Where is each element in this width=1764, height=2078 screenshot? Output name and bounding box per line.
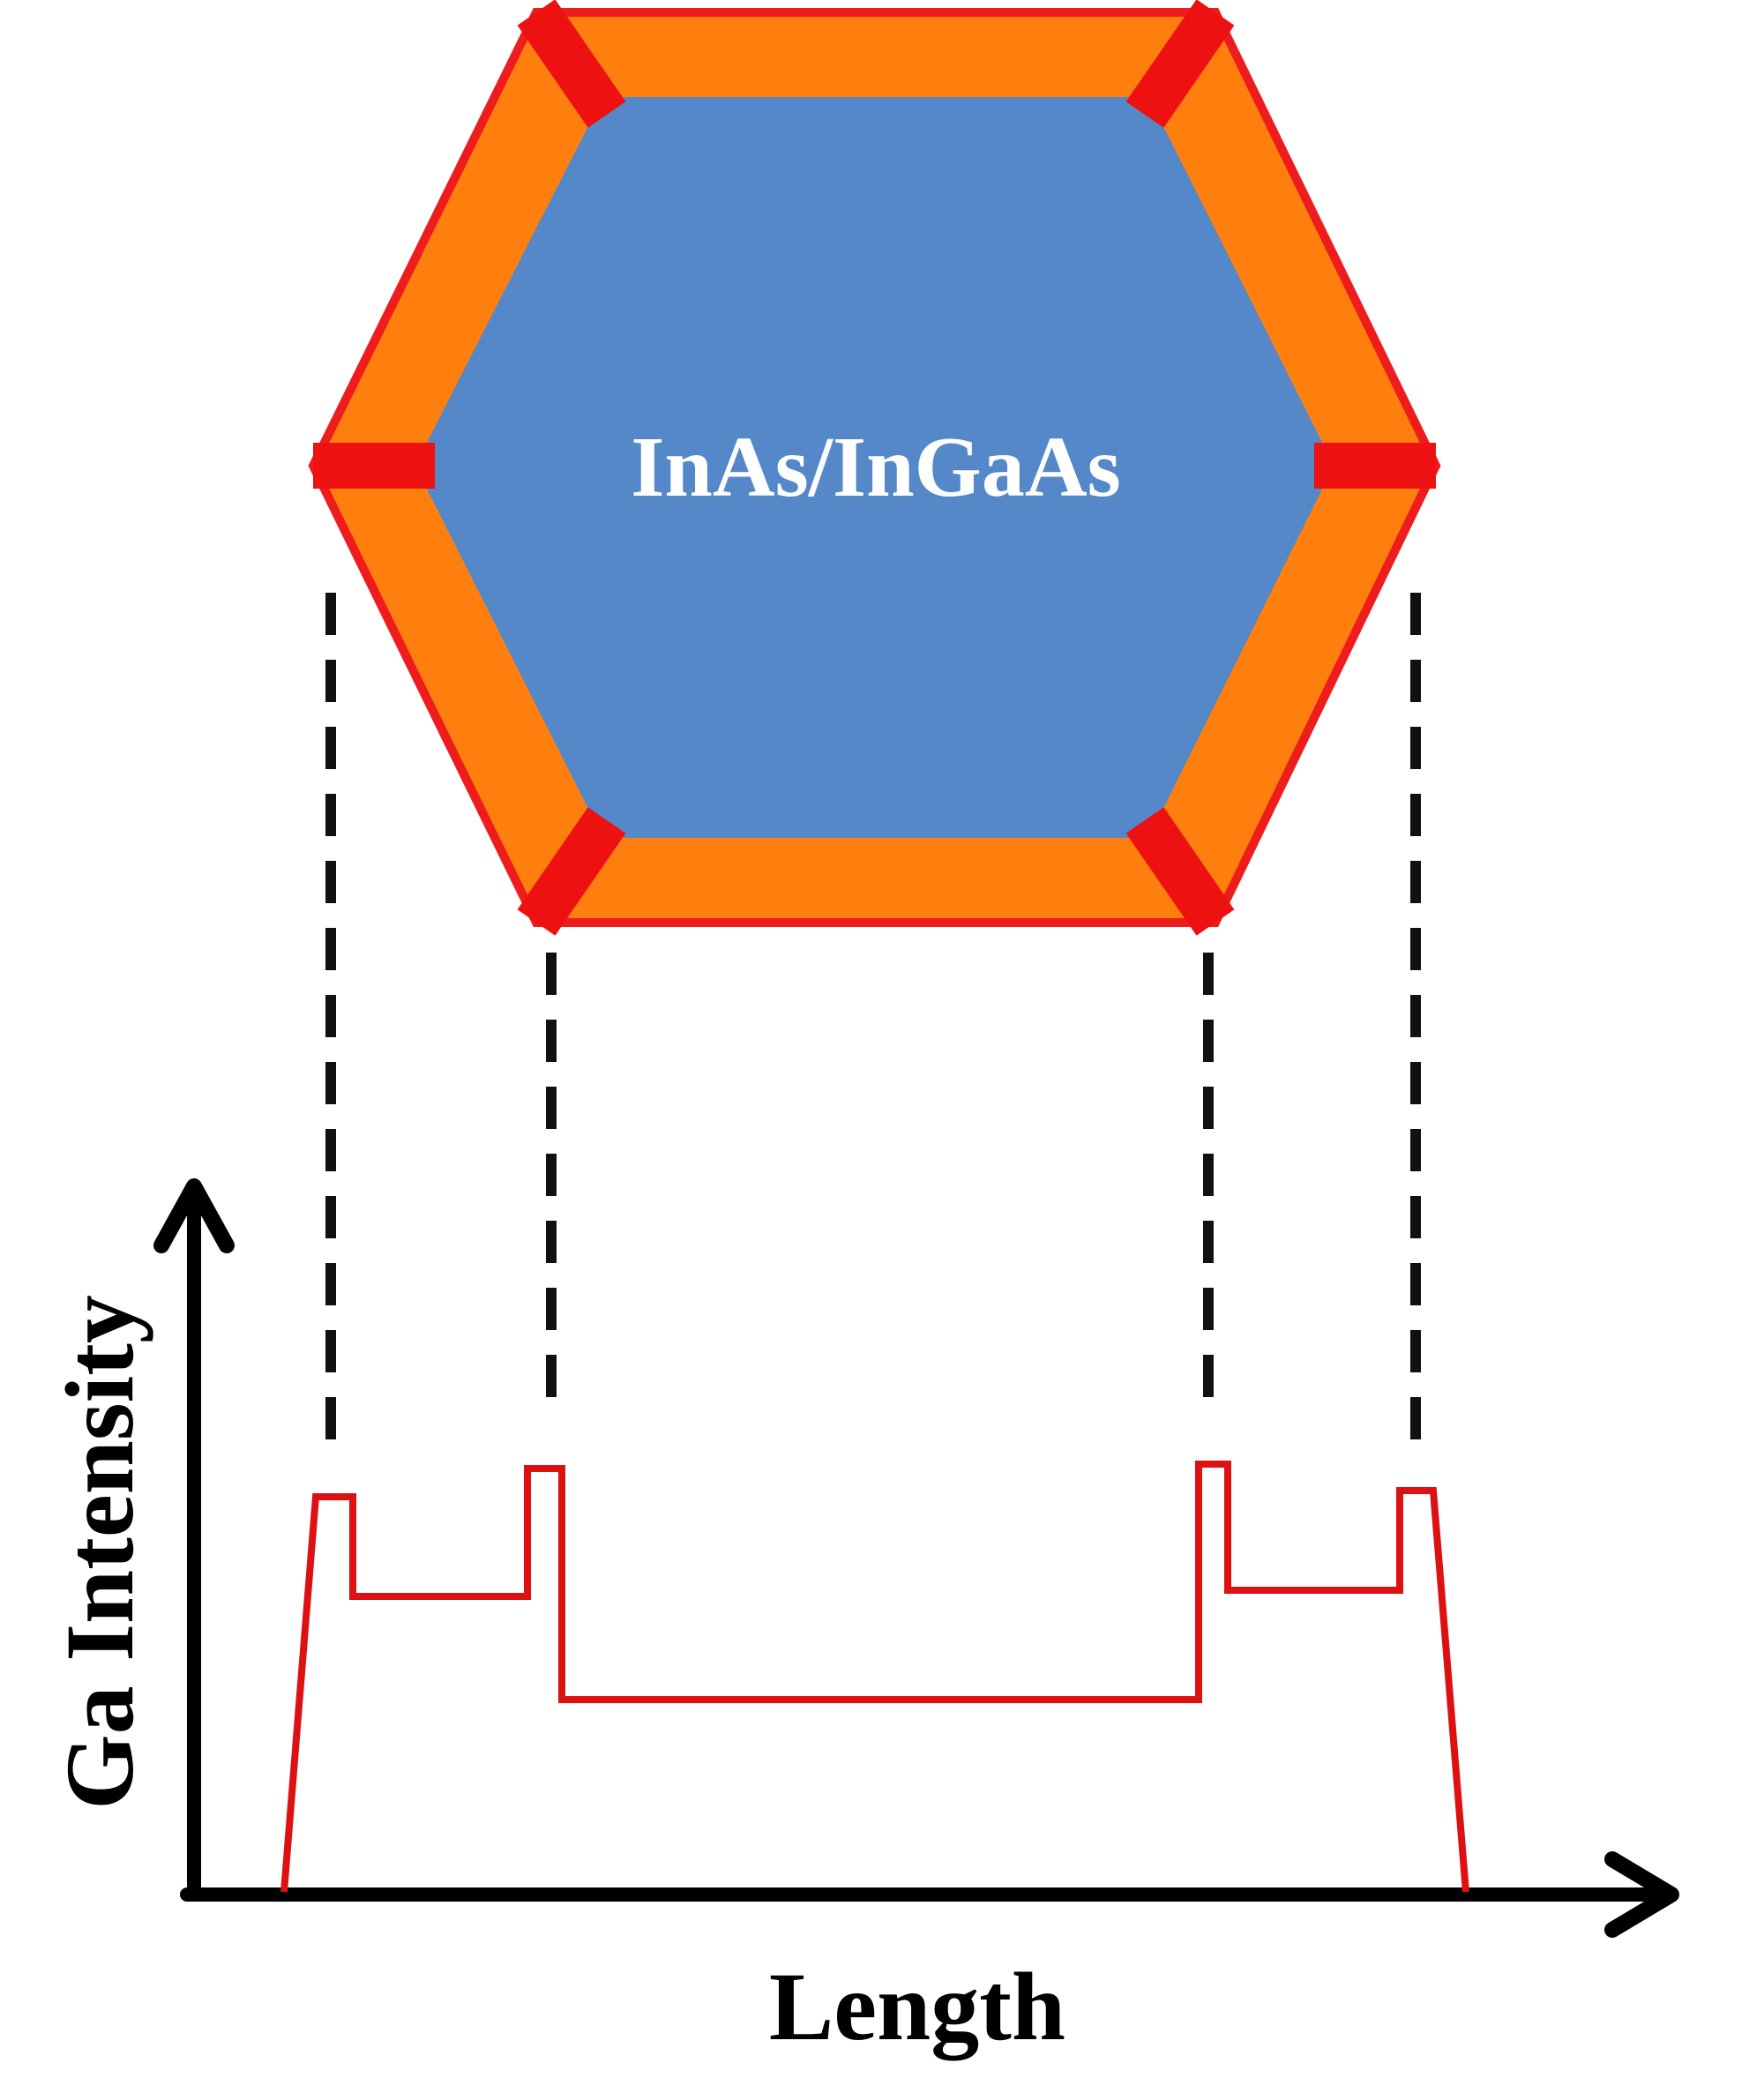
core-label: InAs/InGaAs — [631, 420, 1121, 515]
corner-band-top-right — [1125, 0, 1235, 128]
ga-intensity-profile-line — [280, 1461, 1469, 1893]
x-axis-arrow — [1604, 1851, 1679, 1938]
corner-band-top-left — [517, 0, 626, 128]
corner-band-bottom-left — [517, 807, 626, 936]
corner-band-bottom-right — [1125, 807, 1235, 936]
y-axis-arrow — [153, 1178, 235, 1253]
corner-bands — [313, 0, 1436, 936]
dashed-guides — [325, 593, 1421, 1439]
axes — [153, 1178, 1679, 1938]
y-axis-label: Ga Intensity — [46, 1295, 153, 1810]
x-axis-label: Length — [769, 1953, 1065, 2060]
